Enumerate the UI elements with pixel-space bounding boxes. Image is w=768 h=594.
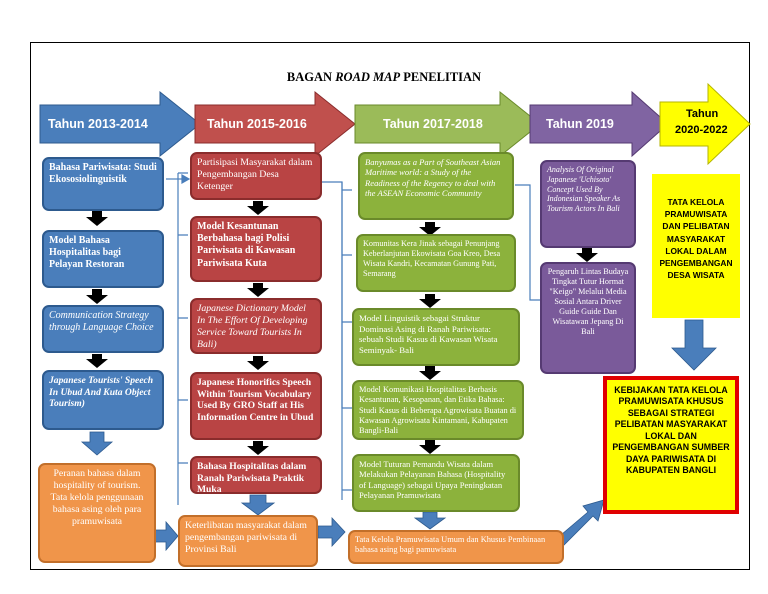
down-arrow (247, 201, 269, 215)
research-box: Japanese Honorifics Speech Within Touris… (190, 372, 322, 440)
research-box: Model Tuturan Pemandu Wisata dalam Melak… (352, 454, 520, 512)
period-label-2020-2022-b: 2020-2022 (675, 124, 728, 136)
outcome-arrow-col2 (240, 494, 276, 516)
down-arrow (247, 441, 269, 455)
research-box: Analysis Of Original Japanese 'Uchisoto'… (540, 160, 636, 248)
research-box: Bahasa Hospitalitas dalam Ranah Pariwisa… (190, 456, 322, 494)
research-box: Model Bahasa Hospitalitas bagi Pelayan R… (42, 230, 164, 288)
bracket-col2 (177, 172, 188, 505)
down-arrow (247, 356, 269, 370)
period-label-2013-2014: Tahun 2013-2014 (48, 117, 148, 131)
down-arrow (576, 248, 598, 262)
period-label-2017-2018: Tahun 2017-2018 (383, 117, 483, 131)
research-box: Communication Strategy through Language … (42, 305, 164, 353)
connector-col2-col3 (322, 181, 352, 409)
research-box: Model Komunikasi Hospitalitas Berbasis K… (352, 380, 524, 440)
down-arrow (86, 289, 108, 304)
outcome-box: Keterlibatan masyarakat dalam pengembang… (178, 515, 318, 567)
bracket-col3 (341, 182, 352, 500)
outcome-arrow-col5 (671, 319, 717, 371)
target-box-2020-2022: TATA KELOLA PRAMUWISATA DAN PELIBATAN MA… (652, 174, 740, 318)
diagram-title: BAGAN ROAD MAP PENELITIAN (286, 70, 482, 84)
down-arrow (419, 366, 441, 380)
research-box: Partisipasi Masyarakat dalam Pengembanga… (190, 152, 322, 200)
period-arrow-5 (659, 82, 751, 166)
research-box: Bahasa Pariwisata: Studi Ekososiolinguis… (42, 157, 164, 211)
outcome-box: Tata Kelola Pramuwisata Umum dan Khusus … (348, 530, 564, 564)
period-arrow-4 (529, 90, 669, 158)
outcome-box: Peranan bahasa dalam hospitality of tour… (38, 463, 156, 563)
connector-head-1 (181, 173, 191, 185)
research-box: Japanese Dictionary Model In The Effort … (190, 298, 322, 354)
outcome-arrow-col1 (80, 431, 114, 456)
research-box: Pengaruh Lintas Budaya Tingkat Tutur Hor… (540, 262, 636, 374)
down-arrow (247, 283, 269, 297)
period-arrow-1 (39, 90, 201, 158)
down-arrow (86, 354, 108, 368)
research-box: Model Kesantunan Berbahasa bagi Polisi P… (190, 216, 322, 282)
outcome-link-3 (554, 499, 605, 548)
down-arrow (419, 222, 441, 236)
period-label-2015-2016: Tahun 2015-2016 (207, 117, 307, 131)
research-box: Banyumas as a Part of Southeast Asian Ma… (358, 152, 514, 220)
connector-col3-col4 (515, 184, 540, 301)
final-policy-box: KEBIJAKAN TATA KELOLA PRAMUWISATA KHUSUS… (603, 376, 739, 514)
outcome-arrow-col3 (413, 511, 447, 530)
period-arrow-3 (354, 90, 541, 158)
down-arrow (419, 440, 441, 454)
outcome-link-2 (317, 516, 346, 548)
down-arrow (419, 294, 441, 308)
research-box: Model Linguistik sebagai Struktur Domina… (352, 308, 520, 366)
period-arrow-2 (194, 90, 356, 158)
down-arrow (86, 211, 108, 226)
research-box: Japanese Tourists' Speech In Ubud And Ku… (42, 370, 164, 430)
period-label-2019: Tahun 2019 (546, 117, 614, 131)
period-label-2020-2022-a: Tahun (686, 108, 719, 120)
research-box: Komunitas Kera Jinak sebagai Penunjang K… (356, 234, 516, 292)
diagram-frame (30, 42, 750, 570)
outcome-link-1 (154, 520, 179, 552)
